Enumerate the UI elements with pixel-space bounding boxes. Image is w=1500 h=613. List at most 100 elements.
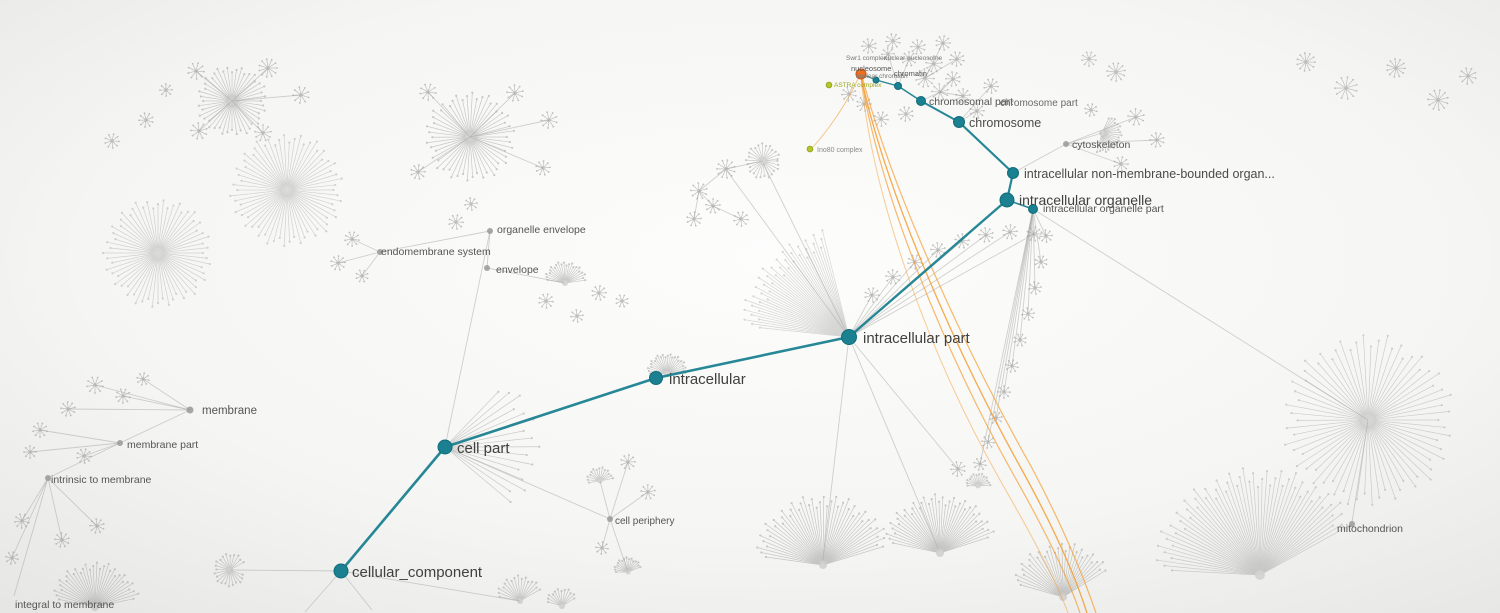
term-node-cellular-component[interactable] (333, 563, 349, 579)
term-node-gray[interactable] (186, 406, 194, 414)
term-node-intracellular-part[interactable] (841, 329, 857, 345)
term-node-nucleosome-link[interactable] (872, 76, 880, 84)
label-integral-to-membrane[interactable]: integral to membrane (15, 599, 114, 611)
term-node-intracellular[interactable] (649, 371, 663, 385)
leaf-node-burst (595, 541, 609, 555)
leaf-node-burst (1106, 62, 1126, 82)
label-cell-periphery[interactable]: cell periphery (615, 516, 674, 527)
term-node-gray[interactable] (1349, 521, 1355, 527)
graph-edge (698, 168, 727, 192)
label-swr1-complex[interactable]: Swr1 complex (846, 55, 888, 62)
term-node-gray[interactable] (377, 249, 383, 255)
astra-complex-node[interactable] (825, 81, 833, 89)
leaf-node-burst (1149, 132, 1165, 148)
label-chromatin[interactable]: chromatin (894, 69, 927, 78)
term-node-gray[interactable] (117, 440, 123, 446)
leaf-node-burst (1034, 255, 1048, 269)
label-intracellular[interactable]: intracellular (669, 371, 746, 388)
label-cellular-component[interactable]: cellular_component (352, 564, 483, 581)
leaf-node-burst (104, 133, 120, 149)
graph-edge (21, 477, 49, 522)
term-node-intracellular-organelle[interactable] (999, 192, 1015, 208)
label-chromosome-part[interactable]: chromosome part (1000, 98, 1078, 109)
graph-edge (1065, 116, 1137, 145)
nucleosome-highlight-node[interactable] (855, 68, 867, 80)
leaf-node-burst (716, 159, 736, 179)
graph-edge (337, 251, 381, 264)
leaf-node-burst (978, 227, 994, 243)
graph-edge (939, 78, 954, 93)
relationship-edge-orange (812, 74, 861, 148)
term-node-gray[interactable] (45, 475, 51, 481)
leaf-node-burst (258, 58, 278, 78)
leaf-node-burst (1386, 58, 1406, 78)
term-node-chromatin[interactable] (894, 82, 902, 90)
label-chromosomal-part[interactable]: chromosomal part (929, 96, 1013, 108)
graph-edge (1019, 208, 1034, 341)
term-node-chromosomal-part[interactable] (916, 96, 926, 106)
leaf-node-burst (910, 39, 926, 55)
leaf-node-burst (686, 211, 702, 227)
term-node-gray[interactable] (484, 265, 490, 271)
leaf-node-burst (540, 111, 558, 129)
leaf-node-burst (640, 484, 656, 500)
term-node-gray[interactable] (487, 228, 493, 234)
leaf-node-burst (955, 88, 971, 104)
label-intracellular-organelle-part[interactable]: intracellular organelle part (1043, 203, 1164, 215)
graph-edge (47, 477, 63, 541)
label-endomembrane-system[interactable]: endomembrane system (381, 246, 491, 258)
label-cell-part[interactable]: cell part (457, 440, 510, 457)
label-nuclear-nucleosome[interactable]: nuclear nucleosome (884, 55, 943, 62)
fan-cluster (613, 556, 642, 575)
label-intrinsic-to-membrane[interactable]: intrinsic to membrane (51, 474, 152, 486)
leaf-node-burst (190, 122, 208, 140)
term-node-chromosome[interactable] (953, 116, 965, 128)
label-astra-complex[interactable]: ASTRA complex (834, 82, 882, 89)
label-mitochondrion[interactable]: mitochondrion (1337, 523, 1403, 535)
leaf-node-burst (945, 71, 961, 87)
label-nuclear-chromatin[interactable]: nuclear chromatin (856, 73, 908, 80)
label-envelope[interactable]: envelope (496, 264, 539, 276)
leaf-node-burst (901, 51, 917, 67)
leaf-node-burst (344, 231, 360, 247)
leaf-node-burst (448, 214, 464, 230)
ino80-complex-node[interactable] (806, 145, 814, 153)
graph-edge (444, 446, 611, 520)
leaf-node-burst (355, 269, 369, 283)
label-membrane-part[interactable]: membrane part (127, 439, 198, 451)
relationship-edge-orange (860, 75, 1069, 613)
term-node-intracellular-organelle-part[interactable] (1028, 204, 1038, 214)
graph-edge (1032, 208, 1042, 263)
graph-edge (469, 92, 516, 138)
graph-edge (13, 477, 49, 597)
label-intracellular-organelle[interactable]: intracellular organelle (1019, 192, 1152, 208)
fan-cluster (744, 142, 780, 179)
label-nucleosome[interactable]: nucleosome (851, 64, 891, 73)
term-node-cell-part[interactable] (437, 439, 453, 455)
fan-cluster (1155, 467, 1353, 580)
label-membrane[interactable]: membrane (202, 405, 257, 417)
term-node-gray[interactable] (607, 516, 613, 522)
term-node-intracellular-non-membrane-bounded-organelle[interactable] (1007, 167, 1019, 179)
label-intracellular-part[interactable]: intracellular part (863, 330, 971, 347)
leaf-node-burst (464, 197, 478, 211)
label-cytoskeleton[interactable]: cytoskeleton (1072, 139, 1131, 151)
leaf-node-burst (997, 385, 1011, 399)
graph-edge (83, 442, 121, 457)
label-ino80-complex[interactable]: Ino80 complex (817, 147, 863, 154)
label-chromosome[interactable]: chromosome (969, 116, 1041, 130)
leaf-node-burst (881, 47, 895, 61)
graph-edge (229, 569, 342, 572)
graph-edge (444, 230, 491, 448)
graph-edge (848, 233, 1035, 338)
graph-edge (486, 267, 566, 284)
leaf-node-burst (14, 513, 30, 529)
graph-edge (726, 170, 850, 338)
leaf-node-burst (925, 55, 943, 73)
label-intracellular-non-membrane-bounded-organ[interactable]: intracellular non-membrane-bounded organ… (1024, 167, 1275, 181)
relationship-edge-orange (860, 75, 1088, 613)
term-node-gray[interactable] (1063, 141, 1069, 147)
label-organelle-envelope[interactable]: organelle envelope (497, 224, 586, 236)
